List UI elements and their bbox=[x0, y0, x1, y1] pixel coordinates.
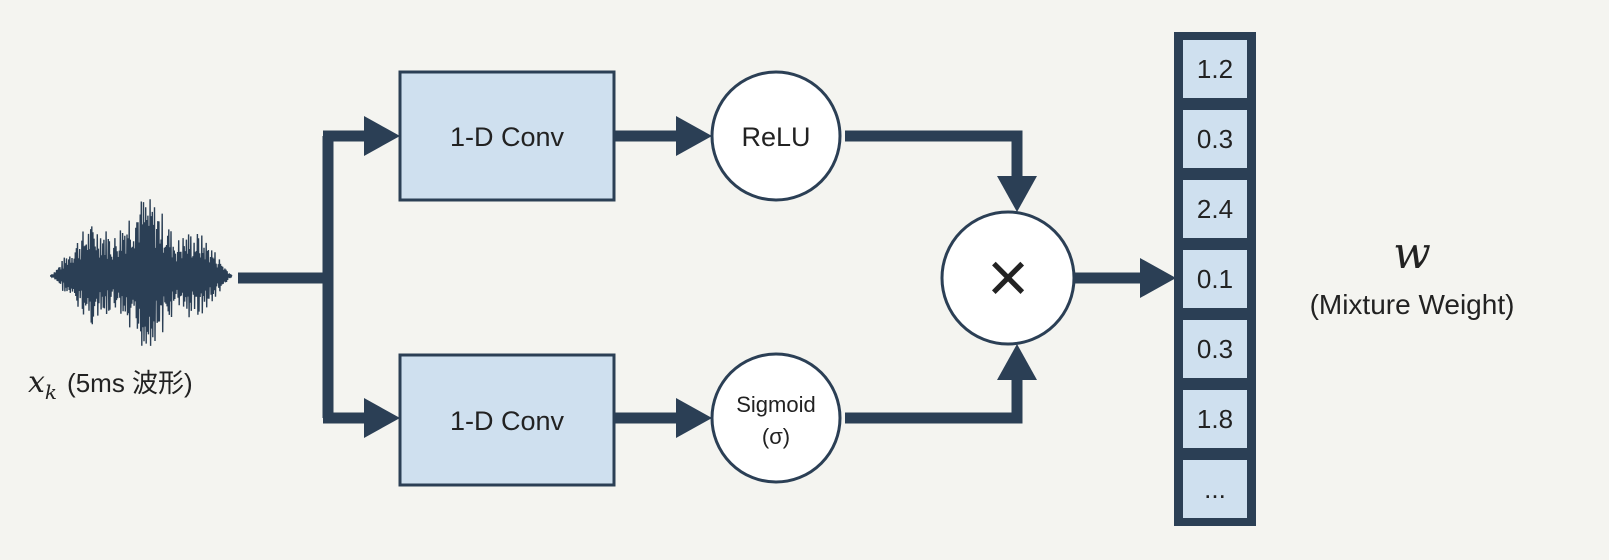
input-label: xk (5ms 波形) bbox=[28, 365, 193, 404]
weight-cell-value: 1.8 bbox=[1197, 404, 1233, 434]
waveform-icon bbox=[50, 199, 233, 346]
relu-node: ReLU bbox=[710, 70, 842, 202]
weight-cell bbox=[1183, 320, 1247, 378]
sigmoid-label: Sigmoid bbox=[736, 392, 815, 417]
weight-cell bbox=[1183, 110, 1247, 168]
weight-cell-value: 0.3 bbox=[1197, 334, 1233, 364]
weight-vector: 1.2 0.3 2.4 0.1 0.3 1.8... bbox=[1174, 32, 1256, 526]
multiply-circle bbox=[940, 210, 1076, 346]
weight-cell-value: ... bbox=[1204, 474, 1226, 504]
conv-bottom-label: 1-D Conv bbox=[450, 406, 565, 436]
conv-bottom-box bbox=[398, 353, 616, 487]
weight-cell bbox=[1183, 460, 1247, 518]
conv-top-block: 1-D Conv bbox=[398, 70, 616, 202]
sigmoid-node: Sigmoid (σ) bbox=[710, 352, 842, 484]
input-subscript: k bbox=[45, 380, 57, 404]
arrowhead-to-sigmoid bbox=[676, 398, 712, 438]
arrowhead-to-vector bbox=[1140, 258, 1176, 298]
waveform-trace bbox=[50, 199, 233, 346]
arrowheads bbox=[364, 116, 1176, 438]
sigmoid-circle bbox=[710, 352, 842, 484]
weight-cell-value: 0.3 bbox=[1197, 124, 1233, 154]
conv-top-label: 1-D Conv bbox=[450, 122, 565, 152]
arrowhead-to-conv-top bbox=[364, 116, 400, 156]
arrowhead-to-conv-bottom bbox=[364, 398, 400, 438]
weight-cell bbox=[1183, 250, 1247, 308]
input-caption: (5ms 波形) bbox=[67, 368, 193, 398]
weight-cell bbox=[1183, 180, 1247, 238]
output-caption: (Mixture Weight) bbox=[1310, 289, 1515, 320]
arrowhead-relu-into-multiply bbox=[997, 176, 1037, 212]
weight-cell-value: 2.4 bbox=[1197, 194, 1233, 224]
multiply-node: × bbox=[940, 210, 1076, 346]
conv-top-box bbox=[398, 70, 616, 202]
weight-cell-value: 0.1 bbox=[1197, 264, 1233, 294]
weight-cell-value: 1.2 bbox=[1197, 54, 1233, 84]
weight-cell bbox=[1183, 390, 1247, 448]
output-symbol: w bbox=[1393, 228, 1431, 279]
relu-label: ReLU bbox=[741, 122, 810, 152]
conv-bottom-block: 1-D Conv bbox=[398, 353, 616, 487]
sigmoid-to-multiply-line bbox=[845, 376, 1023, 424]
relu-to-multiply-line bbox=[845, 130, 1023, 180]
multiply-icon: × bbox=[987, 238, 1029, 318]
relu-circle bbox=[710, 70, 842, 202]
sigmoid-sublabel: (σ) bbox=[762, 424, 790, 449]
connectors bbox=[238, 130, 1145, 424]
arrowhead-to-relu bbox=[676, 116, 712, 156]
input-symbol: x bbox=[28, 365, 45, 400]
arrowhead-sigmoid-into-multiply bbox=[997, 344, 1037, 380]
weight-cell bbox=[1183, 40, 1247, 98]
